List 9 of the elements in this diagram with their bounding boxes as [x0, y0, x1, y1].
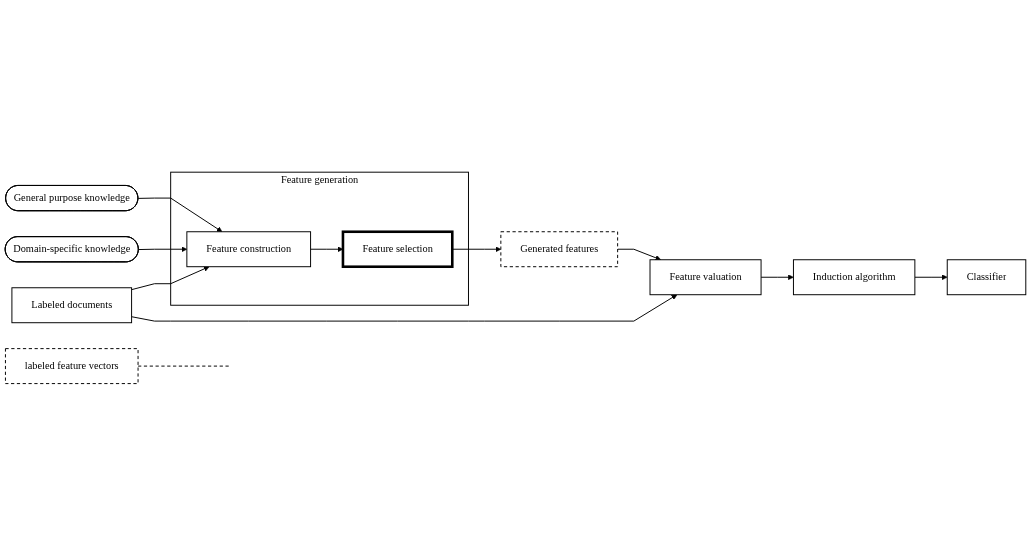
node-box — [186, 230, 312, 267]
node-box — [649, 258, 762, 295]
node-box — [500, 230, 619, 267]
node-box — [4, 347, 139, 384]
node-box — [341, 230, 454, 268]
node-box — [11, 286, 133, 323]
cluster — [170, 171, 469, 306]
node-box — [946, 258, 1027, 295]
node-box — [792, 258, 916, 295]
